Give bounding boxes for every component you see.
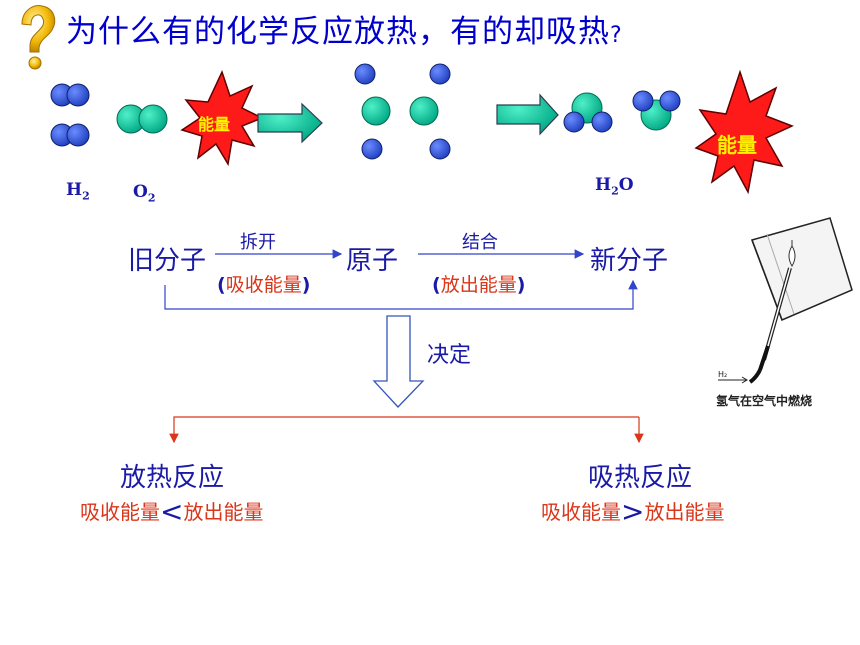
energy-label-out: 能量	[717, 133, 757, 157]
new-molecule-text: 新分子	[590, 246, 669, 276]
energy-burst-in	[180, 69, 264, 167]
rubber-hose	[748, 345, 770, 384]
h2-molecule-1	[50, 83, 90, 107]
beaker	[751, 217, 853, 321]
old-molecule-text: 旧分子	[128, 246, 207, 276]
step1-verb: 拆开	[240, 232, 276, 253]
arrow-right-1	[257, 102, 323, 144]
title-question-mark: ?	[610, 23, 623, 48]
decides-arrow	[372, 315, 425, 408]
label-h2o: H2O	[595, 175, 634, 198]
o2-molecule	[116, 104, 168, 134]
arrow-right-2	[496, 93, 559, 136]
exothermic-condition: 吸收能量<放出能量	[80, 495, 264, 528]
separated-atoms	[354, 63, 451, 160]
tube-label: H₂	[718, 370, 728, 379]
atom-text: 原子	[346, 246, 399, 276]
h2o-molecule-1	[563, 92, 613, 133]
bracket-line	[164, 279, 638, 310]
outcome-branch	[169, 416, 644, 444]
branch-left	[169, 416, 639, 444]
label-o2: O2	[133, 182, 156, 205]
energy-label-in: 能量	[198, 115, 231, 134]
hydrogen-burning-illustration	[718, 217, 853, 384]
endothermic-title: 吸热反应	[588, 463, 693, 493]
label-h2: H2	[66, 180, 90, 203]
step1-note: (吸收能量)	[217, 274, 311, 296]
h2o-molecule-2	[632, 90, 681, 131]
decides-text: 决定	[427, 343, 472, 368]
page-title: 为什么有的化学反应放热，有的却吸热?	[66, 14, 623, 50]
endothermic-condition: 吸收能量>放出能量	[541, 495, 725, 528]
flow-lines	[164, 249, 638, 408]
step2-note: (放出能量)	[432, 274, 526, 296]
energy-burst-out	[694, 69, 794, 195]
h2-molecule-2	[50, 123, 90, 147]
illustration-caption: 氢气在空气中燃烧	[716, 394, 813, 408]
exothermic-title: 放热反应	[120, 463, 225, 493]
question-mark-icon	[21, 5, 56, 70]
reaction-diagram	[50, 63, 794, 195]
step2-verb: 结合	[462, 232, 498, 253]
